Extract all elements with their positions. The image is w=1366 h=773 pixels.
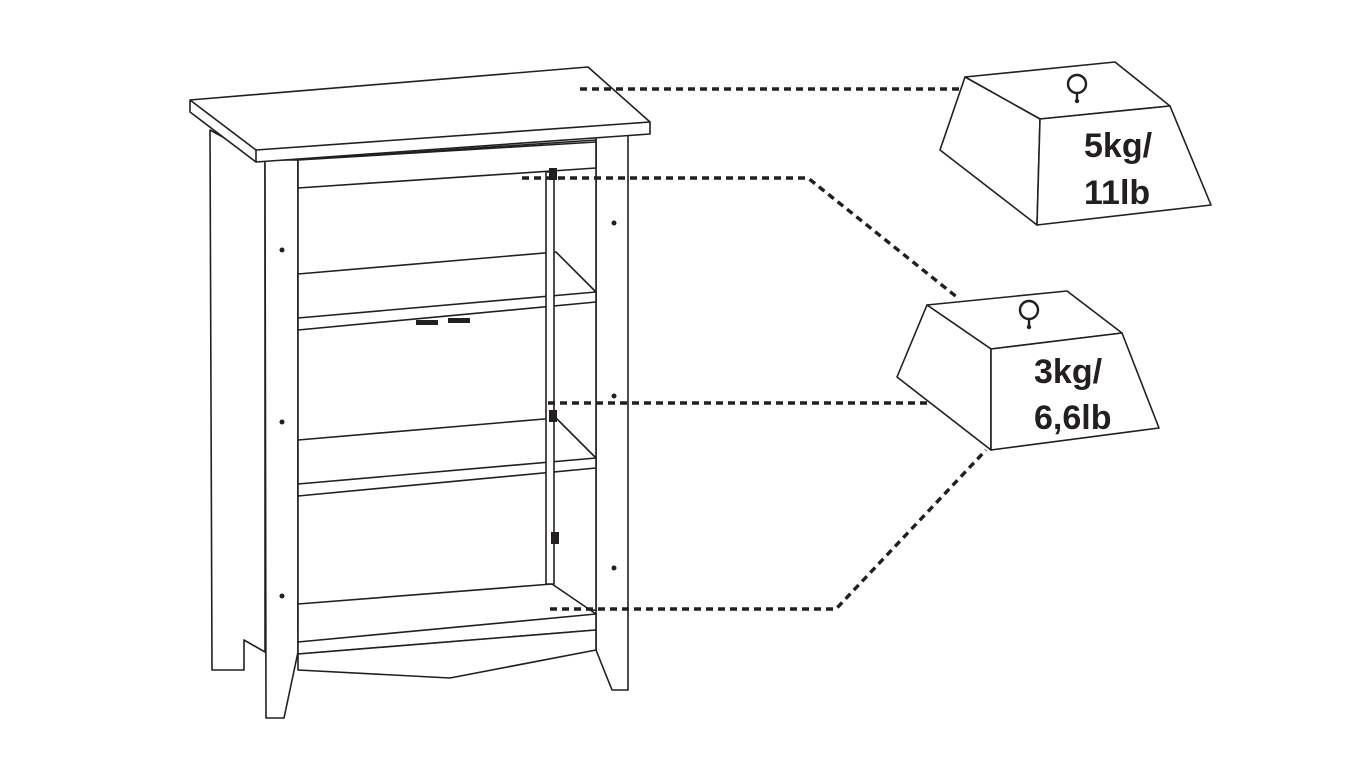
cabinet xyxy=(189,66,651,719)
weight-icon xyxy=(1066,73,1088,104)
cabinet-top-board xyxy=(189,66,651,163)
hinge-bottom xyxy=(551,532,559,544)
cabinet-top-rail xyxy=(297,141,597,189)
cabinet-front-left-post xyxy=(264,159,299,719)
leader-lines xyxy=(522,87,988,611)
weight-block-top: 5kg/ 11lb xyxy=(939,61,1212,226)
weight-block-shelf-front-face xyxy=(990,332,1160,451)
cabinet-left-side-panel xyxy=(209,129,266,671)
hinge-middle xyxy=(549,410,557,422)
weight-top-line2: 11lb xyxy=(1084,174,1150,212)
weight-block-shelf: 3kg/ 6,6lb xyxy=(896,290,1160,451)
cabinet-bottom-apron xyxy=(297,629,597,679)
weight-top-line1: 5kg/ xyxy=(1084,127,1153,165)
cabinet-right-side-panel xyxy=(595,134,629,691)
weight-shelf-line2: 6,6lb xyxy=(1034,399,1111,437)
screw-holes xyxy=(279,220,617,599)
shelf-bottom-edge xyxy=(297,613,597,643)
hinge-top xyxy=(549,168,557,180)
shelf-clips xyxy=(416,318,470,325)
weight-shelf-line1: 3kg/ xyxy=(1034,353,1103,391)
weight-icon xyxy=(1018,299,1040,330)
leader-upper-shelf xyxy=(522,176,960,300)
weight-block-front-face xyxy=(1036,105,1212,226)
door-hinge-strip xyxy=(545,171,555,585)
